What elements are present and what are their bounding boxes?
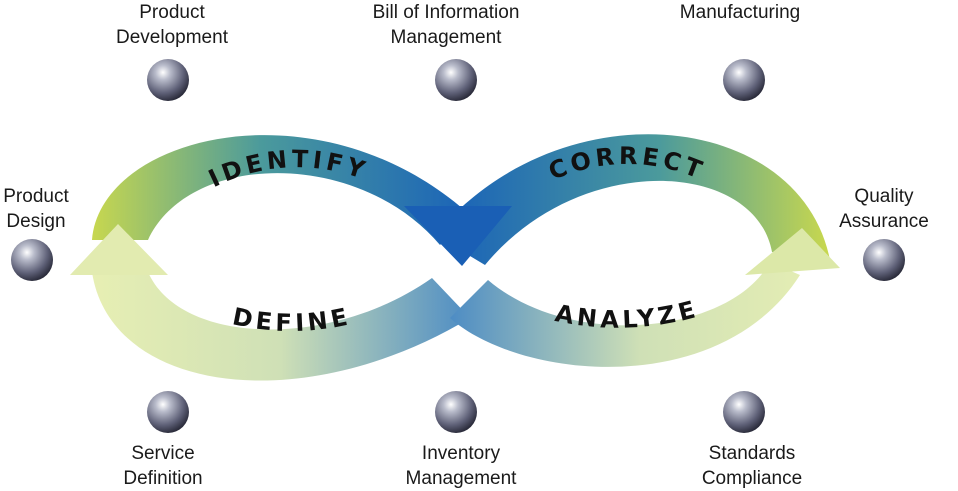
left-arrowhead <box>70 224 168 275</box>
sphere-product-design <box>11 239 53 281</box>
sphere-bill-of-information <box>435 59 477 101</box>
label-manufacturing: Manufacturing <box>679 2 801 23</box>
label-inventory-management: Inventory Management <box>405 443 517 489</box>
left-lower-band <box>92 272 470 381</box>
label-product-design: Product Design <box>3 186 69 232</box>
label-product-development: Product Development <box>116 2 228 48</box>
right-arrowhead <box>745 228 840 275</box>
sphere-product-development <box>147 59 189 101</box>
sphere-quality-assurance <box>863 239 905 281</box>
label-quality-assurance: Quality Assurance <box>839 186 929 232</box>
label-bill-of-information: Bill of Information Management <box>372 2 520 48</box>
right-upper-band <box>435 134 830 265</box>
stage-define-label: DEFINE <box>230 302 353 337</box>
sphere-service-definition <box>147 391 189 433</box>
label-service-definition: Service Definition <box>123 443 203 489</box>
left-upper-band <box>92 135 470 245</box>
sphere-standards-compliance <box>723 391 765 433</box>
sphere-inventory-management <box>435 391 477 433</box>
label-standards-compliance: Standards Compliance <box>701 443 803 489</box>
sphere-manufacturing <box>723 59 765 101</box>
center-arrowhead <box>404 206 512 266</box>
right-lower-band <box>450 262 800 367</box>
